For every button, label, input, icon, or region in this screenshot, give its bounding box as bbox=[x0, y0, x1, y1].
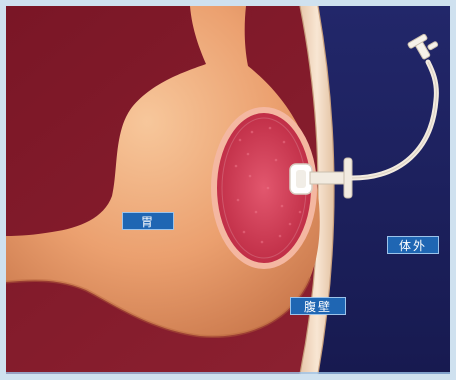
abdominal-wall-label: 腹壁 bbox=[290, 297, 346, 315]
stomach-label: 胃 bbox=[122, 212, 174, 230]
outside-body-label: 体外 bbox=[387, 236, 439, 254]
